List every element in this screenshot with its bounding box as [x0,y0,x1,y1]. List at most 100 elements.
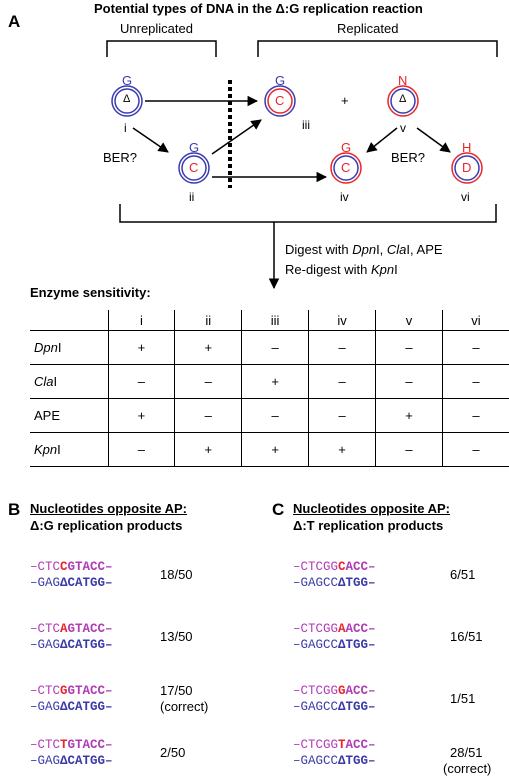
panel-c-heading-1: Nucleotides opposite AP: [293,501,450,516]
plasmid-iii-inner: C [275,93,285,108]
unreplicated-bracket [106,40,217,57]
table-cell: + [174,330,242,365]
table-header-row: i ii iii iv v vi [30,310,509,331]
table-cell: + [174,432,242,467]
table-cell: – [308,330,376,365]
table-cell: – [441,432,509,467]
table-row: DpnI + + – – – – [30,330,509,365]
sequence-pair: –CTCGGTACC– –GAGCCΔTGG– [293,738,376,768]
bottom-bracket [119,204,497,223]
table-cell: + [107,398,175,433]
plasmid-v-inner: Δ [399,93,407,105]
sequence-pair: –CTCGGAACC– –GAGCCΔTGG– [293,622,376,652]
digest-line-2: Re-digest with KpnI [285,262,398,277]
product-count: 2/50 [160,745,186,760]
correct-note: (correct) [443,761,492,776]
table-cell: – [107,364,175,399]
table-row: KpnI – + + + – – [30,432,509,467]
panel-b-letter: B [8,500,21,519]
ber-label-left: BER? [103,150,137,165]
plasmid-vi-top: H [462,140,472,155]
table-cell: + [107,330,175,365]
product-count: 6/51 [450,567,476,582]
sequence-pair: –CTCGGGACC– –GAGCCΔTGG– [293,684,376,714]
plasmid-ii-label: ii [189,190,195,204]
plasmid-iii-label: iii [302,118,310,132]
table-cell: – [375,330,443,365]
table-cell: – [375,432,443,467]
table-cell: – [174,364,242,399]
panel-c-heading-2: Δ:T replication products [293,518,444,533]
product-count: 17/50 [160,683,193,698]
plasmid-iv [330,152,362,184]
table-cell: – [441,364,509,399]
table-cell: – [241,398,309,433]
panel-b-heading-1: Nucleotides opposite AP: [30,501,187,516]
sequence-pair: –CTCCGTACC– –GAGΔCATGG– [30,560,113,590]
plasmid-v-top: N [398,73,408,88]
plus-sign: + [341,93,349,108]
arrow-i-to-ii [132,127,169,153]
plasmid-iv-top: G [341,140,352,155]
product-count: 16/51 [450,629,483,644]
table-cell: + [375,398,443,433]
product-count: 13/50 [160,629,193,644]
plasmid-iii-top: G [275,73,286,88]
col-header: i [107,310,175,331]
plasmid-i-top: G [122,73,133,88]
table-cell: – [107,432,175,467]
product-count: 28/51 [450,745,483,760]
plasmid-ii-top: G [189,140,200,155]
col-header: ii [174,310,242,331]
table-cell: – [308,398,376,433]
arrow-v-to-iv [366,127,398,153]
col-header: vi [441,310,509,331]
enzyme-name: DpnI [30,330,109,365]
enzyme-name: ClaI [30,364,109,399]
panel-c-letter: C [272,500,285,519]
plasmid-i-label: i [124,121,127,135]
arrow-v-to-vi [416,127,451,153]
table-cell: + [241,364,309,399]
sequence-pair: –CTCGGTACC– –GAGΔCATGG– [30,684,113,714]
plasmid-vi [451,152,483,184]
sensitivity-title: Enzyme sensitivity: [30,285,151,300]
plasmid-v-label: v [400,121,406,135]
ber-label-right: BER? [391,150,425,165]
table-cell: – [441,330,509,365]
plasmid-iii [264,85,296,117]
sequence-pair: –CTCAGTACC– –GAGΔCATGG– [30,622,113,652]
enzyme-name: APE [30,398,109,433]
replication-scheme [106,40,498,290]
col-header: v [375,310,443,331]
table-cell: + [241,432,309,467]
table-cell: – [441,398,509,433]
panel-a-title: Potential types of DNA in the Δ:G replic… [94,1,423,16]
table-row: ClaI – – + – – – [30,364,509,399]
table-cell: – [174,398,242,433]
sequence-pair: –CTCGGCACC– –GAGCCΔTGG– [293,560,376,590]
table-cell: – [308,364,376,399]
arrow-ii-to-iii [211,119,262,155]
table-row: APE + – – – + – [30,398,509,433]
replicated-label: Replicated [337,21,399,36]
digest-line-1: Digest with DpnI, ClaI, APE [285,242,443,257]
product-count: 1/51 [450,691,476,706]
table-cell: + [308,432,376,467]
plasmid-v [387,85,419,117]
panel-b-heading-2: Δ:G replication products [30,518,183,533]
product-count: 18/50 [160,567,193,582]
replicated-bracket [257,40,498,57]
plasmid-iv-label: iv [340,190,349,204]
panel-a-letter: A [8,12,21,31]
correct-note: (correct) [160,699,209,714]
plasmid-i [111,85,143,117]
sequence-pair: –CTCTGTACC– –GAGΔCATGG– [30,738,113,768]
col-header: iii [241,310,309,331]
plasmid-iv-inner: C [341,160,351,175]
plasmid-i-inner: Δ [123,93,131,105]
table-cell: – [375,364,443,399]
col-header: iv [308,310,376,331]
enzyme-name: KpnI [30,432,109,467]
plasmid-vi-label: vi [461,190,470,204]
